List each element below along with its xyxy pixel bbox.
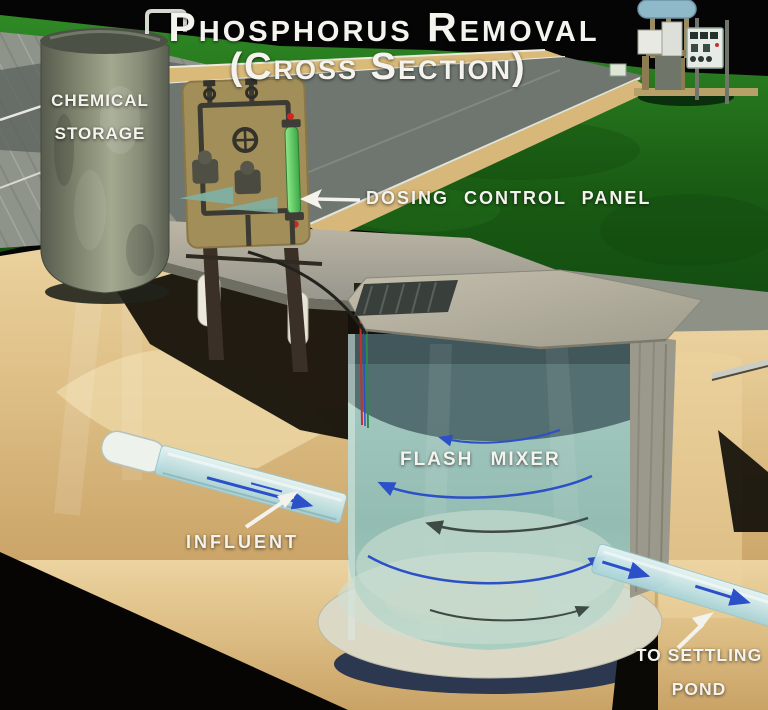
handrail-pipe	[711, 359, 768, 379]
diagram-title-line1: Phosphorus Removal	[168, 4, 600, 50]
tank-top-rail	[145, 9, 187, 34]
access-grate	[354, 280, 458, 316]
effluent-pipe	[591, 543, 768, 631]
to-settling-pond-label: TO SETTLING POND	[626, 638, 768, 706]
chemical-storage-label: CHEMICAL STORAGE	[40, 84, 160, 150]
dosing-control-panel-board	[179, 77, 368, 372]
chemical-storage-tank	[40, 9, 187, 304]
panel-leg	[203, 246, 224, 360]
to-settling-pond-label-line1: TO SETTLING	[635, 645, 763, 665]
dosing-pump	[234, 169, 261, 195]
influent-label: INFLUENT	[186, 532, 299, 552]
skid-tank	[637, 0, 697, 19]
settling-pond-arrow	[676, 612, 714, 650]
chemical-feed-line	[247, 250, 368, 335]
to-settling-pond-label-line2: POND	[671, 679, 727, 699]
influent-arrow	[244, 491, 299, 529]
diagram-title-line2: (Cross Section)	[229, 46, 527, 88]
calibration-column	[284, 125, 302, 215]
panel-leg	[284, 248, 308, 372]
valve-red	[286, 112, 294, 120]
influent-pipe	[100, 430, 348, 524]
effluent-flow-arrow	[601, 560, 651, 580]
chemical-storage-label-line2: STORAGE	[54, 124, 146, 143]
handrail-shadow	[711, 365, 768, 381]
chemical-storage-label-line1: CHEMICAL	[51, 91, 149, 110]
dosing-control-panel-label: DOSING CONTROL PANEL	[366, 188, 652, 208]
dosing-pump	[192, 159, 219, 184]
effluent-flow-arrow	[694, 584, 751, 606]
dosing-panel-arrow	[300, 189, 361, 209]
flash-mixer-tank	[317, 269, 703, 679]
distant-equipment-skid	[609, 0, 758, 106]
flash-mixer-label: FLASH MIXER	[400, 449, 561, 470]
mixing-flow-arrows	[367, 429, 607, 622]
label-arrows	[244, 189, 714, 650]
